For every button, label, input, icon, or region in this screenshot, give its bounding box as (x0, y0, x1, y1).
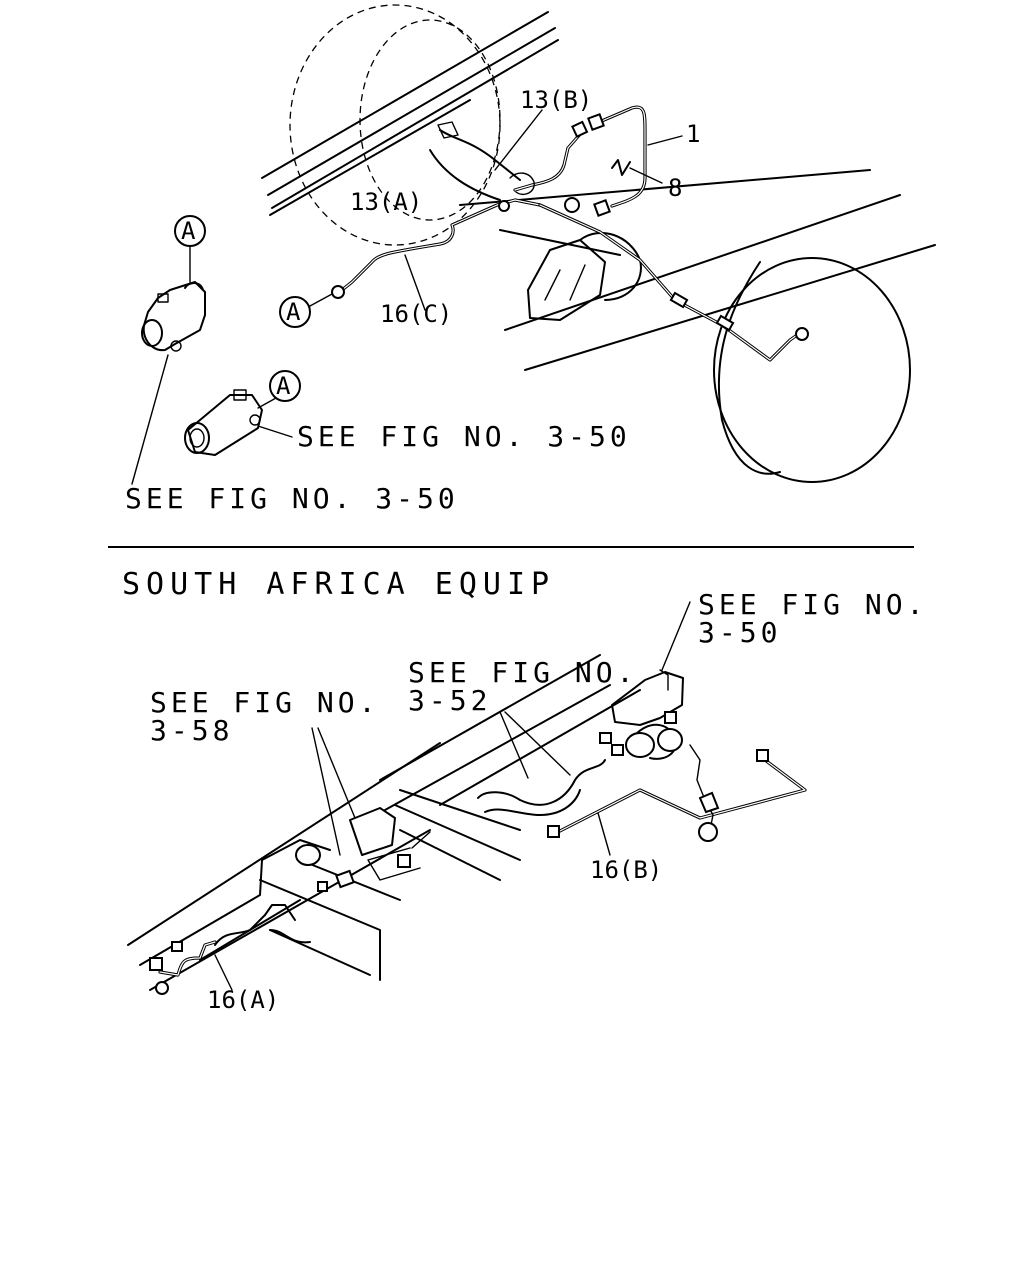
callout-13a: 13(A) (350, 188, 422, 216)
pipe-16c (331, 198, 542, 299)
callout-13b: 13(B) (520, 86, 592, 114)
axle-housing (459, 169, 936, 371)
svg-text:A: A (286, 298, 301, 326)
svg-text:3-58: 3-58 (150, 714, 233, 747)
svg-text:SEE FIG NO.: SEE FIG NO. (698, 588, 927, 621)
callout-8: 8 (668, 174, 682, 202)
pipe-16a (149, 940, 233, 995)
svg-text:A: A (181, 217, 196, 245)
frame-rail (261, 11, 559, 216)
label-see-3-50: SEE FIG NO. 3-50 (698, 588, 927, 649)
pipe-13b (513, 120, 589, 192)
svg-text:3-50: 3-50 (698, 616, 781, 649)
master-cylinder-upper: A (131, 215, 206, 485)
clip-8 (611, 159, 663, 184)
pipe-16b (547, 744, 807, 856)
label-see-3-58: SEE FIG NO. 3-58 (150, 686, 379, 747)
svg-text:3-52: 3-52 (408, 684, 491, 717)
callout-16a: 16(A) (207, 986, 279, 1014)
chassis-frame (127, 654, 641, 991)
callout-16c: 16(C) (380, 300, 452, 328)
valve-parts-3-58 (295, 727, 411, 892)
rear-axle-view: 13(B) 1 8 13(A) 16(C) (261, 4, 936, 483)
section-title: SOUTH AFRICA EQUIP (122, 567, 555, 602)
label-see-3-52: SEE FIG NO. 3-52 (408, 656, 637, 717)
svg-text:A: A (276, 372, 291, 400)
master-cylinder-lower: A (184, 370, 301, 456)
see-fig-3-50-left: SEE FIG NO. 3-50 (125, 482, 459, 515)
see-fig-3-50-upper: SEE FIG NO. 3-50 (297, 420, 631, 453)
pipe-axle (538, 203, 809, 362)
valve-assembly-3-50 (599, 601, 691, 760)
hose-13a (429, 121, 535, 201)
ref-a-marker: A (279, 293, 333, 328)
pipe-1 (587, 105, 647, 217)
svg-text:SEE FIG NO.: SEE FIG NO. (408, 656, 637, 689)
callout-1: 1 (686, 120, 700, 148)
callout-16b: 16(B) (590, 856, 662, 884)
svg-text:SEE FIG NO.: SEE FIG NO. (150, 686, 379, 719)
right-wheel (713, 257, 911, 483)
